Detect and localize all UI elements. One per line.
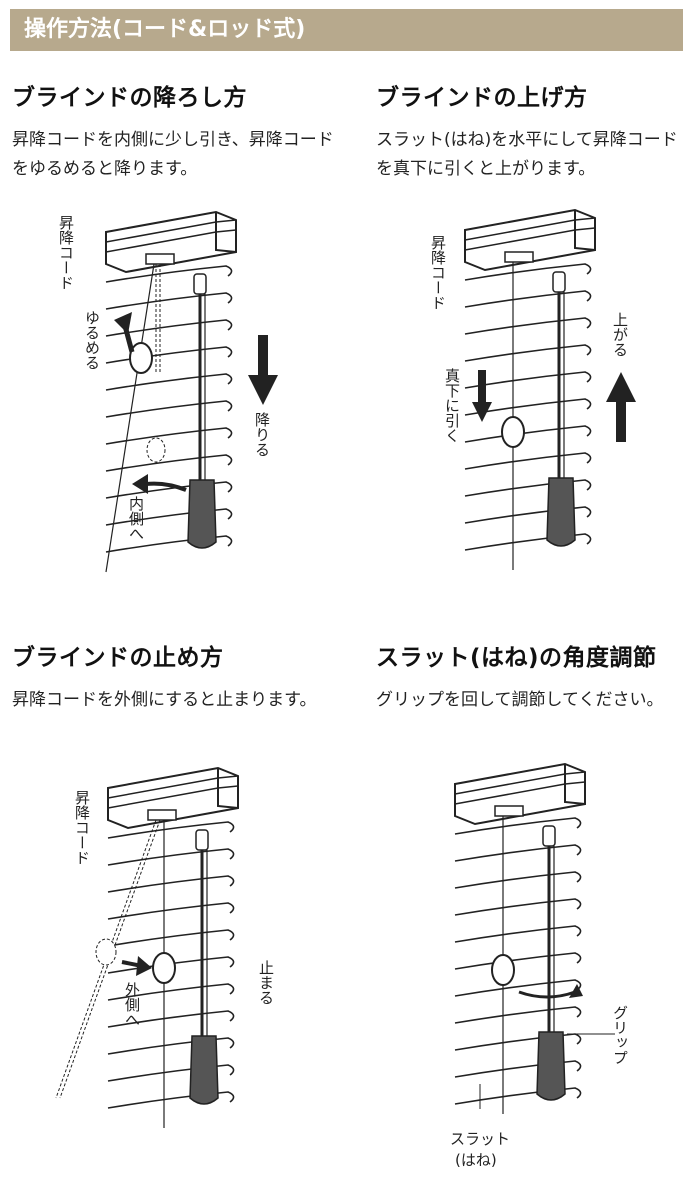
section-title: ブラインドの止め方 [12,645,224,671]
label-cord: 昇降コード [73,790,91,865]
up-arrow-icon [606,372,636,442]
section-title: ブラインドの降ろし方 [12,85,247,111]
label-raise: 上がる [611,312,629,357]
label-slat-sub: (はね) [455,1151,497,1169]
label-cord: 昇降コード [429,235,447,310]
label-loosen: ゆるめる [83,310,101,370]
lowering-diagram [104,210,238,573]
section-title: ブラインドの上げ方 [376,85,588,111]
section-raising: ブラインドの上げ方 スラット(はね)を水平にして昇降コードを真下に引くと上がりま… [376,78,688,184]
instructions-header: 操作方法(コード&ロッド式) [10,9,683,51]
label-cord: 昇降コード [57,215,75,290]
section-stopping: ブラインドの止め方 昇降コードを外側にすると止まります。 [12,638,332,715]
label-outward: 外側へ [123,982,141,1027]
label-stop: 止まる [257,960,275,1005]
label-grip: グリップ [611,1005,629,1065]
section-description: 昇降コードを内側に少し引き、昇降コードをゆるめると降ります。 [12,130,334,179]
down-arrow-icon [248,335,278,405]
section-description: 昇降コードを外側にすると止まります。 [12,690,317,710]
label-slat: スラット [450,1130,511,1148]
label-lower: 降りる [253,412,271,457]
label-pull: 真下に引く [443,368,461,443]
section-description: グリップを回して調節してください。 [376,690,664,710]
label-inward: 内側へ [127,496,145,541]
stopping-diagram [55,766,240,1128]
section-lowering: ブラインドの降ろし方 昇降コードを内側に少し引き、昇降コードをゆるめると降ります… [12,78,342,184]
section-tilt: スラット(はね)の角度調節 グリップを回して調節してください。 [376,638,688,715]
raising-diagram [463,208,597,570]
tilt-diagram [453,762,615,1114]
pull-down-arrow-icon [472,370,492,422]
section-title: スラット(はね)の角度調節 [376,645,657,671]
section-description: スラット(はね)を水平にして昇降コードを真下に引くと上がります。 [376,130,678,179]
